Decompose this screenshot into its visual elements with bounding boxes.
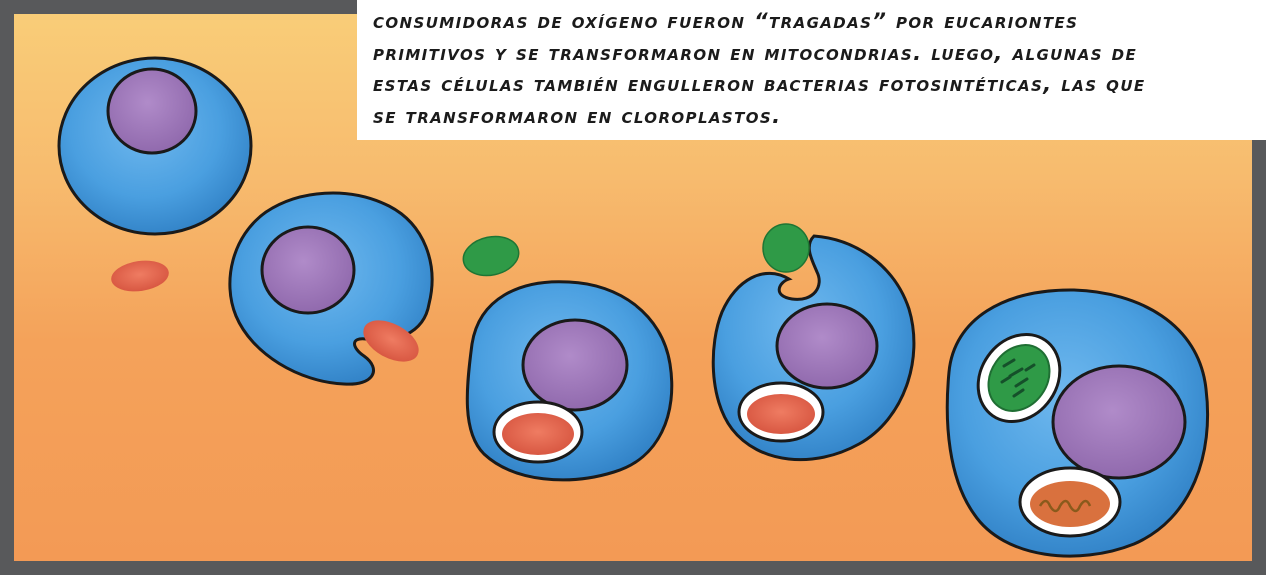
cell-stage-4 [711, 223, 916, 462]
cell-stage-1 [57, 56, 253, 236]
aerobic-bacterium [363, 320, 419, 362]
cell-stage-3 [465, 280, 674, 482]
nucleus [260, 225, 356, 315]
photosynthetic-bacterium [762, 223, 810, 273]
mitochondrion [502, 413, 574, 455]
mitochondrion-cristae [1038, 499, 1092, 513]
cell-stage-2 [228, 191, 434, 386]
thylakoid-stacks [1000, 358, 1036, 398]
caption-line: ESTAS CÉLULAS TAMBIÉN ENGULLERON BACTERI… [373, 72, 1146, 96]
cell-stage-5 [945, 288, 1210, 558]
nucleus [1051, 364, 1187, 480]
caption-line: PRIMITIVOS Y SE TRANSFORMARON EN MITOCON… [373, 40, 1138, 65]
caption-line: SE TRANSFORMARON EN CLOROPLASTOS. [373, 103, 782, 128]
caption-line: CONSUMIDORAS DE OXÍGENO FUERON “TRAGADAS… [373, 9, 1079, 33]
mitochondrion [747, 394, 815, 434]
photosynthetic-bacterium [462, 235, 520, 277]
nucleus [521, 318, 629, 412]
nucleus [775, 302, 879, 390]
caption-box: CONSUMIDORAS DE OXÍGENO FUERON “TRAGADAS… [357, 0, 1266, 140]
nucleus [106, 67, 198, 155]
chloroplast [987, 344, 1051, 412]
endosymbiosis-diagram [57, 56, 1210, 558]
aerobic-bacterium [111, 260, 169, 292]
